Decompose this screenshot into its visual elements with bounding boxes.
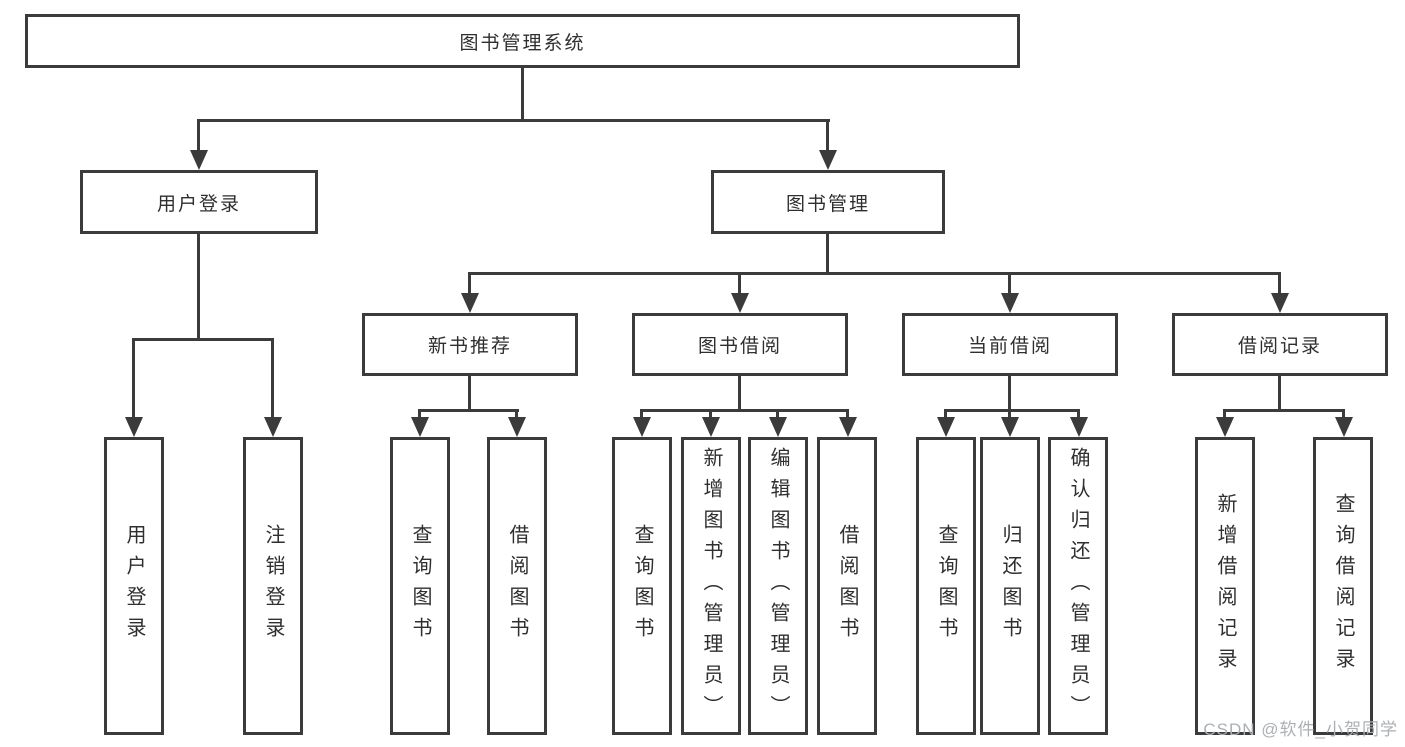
connector-bookborrow-hbar	[640, 409, 849, 412]
connector-root-hbar	[197, 119, 830, 122]
node-user-login: 用户登录	[80, 170, 318, 234]
connector-currentborrow-stem	[1008, 376, 1011, 409]
connector-drop	[1342, 409, 1345, 417]
connector-drop	[944, 409, 947, 417]
connector-drop	[418, 409, 421, 417]
arrowhead-icon	[508, 417, 526, 437]
connector-drop	[776, 409, 779, 417]
connector-newbooks-stem	[468, 376, 471, 409]
connector-borrowrecords-hbar	[1223, 409, 1345, 412]
leaf-query-books-current: 查询图书	[916, 437, 976, 735]
csdn-watermark: CSDN @软件_小贺同学	[1203, 720, 1398, 739]
connector-drop	[1223, 409, 1226, 417]
arrowhead-icon	[839, 417, 857, 437]
connector-newbooks-hbar	[418, 409, 519, 412]
arrowhead-icon	[190, 150, 208, 170]
arrowhead-icon	[461, 293, 479, 313]
leaf-borrow-books-recommend: 借阅图书	[487, 437, 547, 735]
connector-drop	[515, 409, 518, 417]
arrowhead-icon	[1001, 293, 1019, 313]
connector-drop	[846, 409, 849, 417]
leaf-query-borrow-record: 查询借阅记录	[1313, 437, 1373, 735]
connector-drop-logout-leaf	[271, 338, 274, 417]
arrowhead-icon	[633, 417, 651, 437]
leaf-query-books-recommend: 查询图书	[390, 437, 450, 735]
leaf-edit-books-admin: 编辑图书（管理员）	[748, 437, 808, 735]
arrowhead-icon	[937, 417, 955, 437]
connector-bookborrow-stem	[738, 376, 741, 409]
connector-drop-new-books	[468, 272, 471, 293]
connector-drop	[1077, 409, 1080, 417]
node-borrow-records: 借阅记录	[1172, 313, 1388, 376]
leaf-add-borrow-record: 新增借阅记录	[1195, 437, 1255, 735]
connector-drop-borrow-records	[1278, 272, 1281, 293]
connector-drop-login-leaf	[132, 338, 135, 417]
connector-root-stem	[521, 68, 524, 119]
leaf-return-books: 归还图书	[980, 437, 1040, 735]
node-book-borrowing: 图书借阅	[632, 313, 848, 376]
arrowhead-icon	[1216, 417, 1234, 437]
leaf-query-books-borrowing: 查询图书	[612, 437, 672, 735]
connector-drop-book-mgmt	[826, 119, 829, 152]
leaf-confirm-return-admin: 确认归还（管理员）	[1048, 437, 1108, 735]
connector-drop	[1008, 409, 1011, 417]
arrowhead-icon	[702, 417, 720, 437]
node-root-system: 图书管理系统	[25, 14, 1020, 68]
leaf-add-books-admin: 新增图书（管理员）	[681, 437, 741, 735]
leaf-user-login: 用户登录	[104, 437, 164, 735]
arrowhead-icon	[1271, 293, 1289, 313]
arrowhead-icon	[1335, 417, 1353, 437]
arrowhead-icon	[769, 417, 787, 437]
connector-currentborrow-hbar	[944, 409, 1080, 412]
node-current-borrowing: 当前借阅	[902, 313, 1118, 376]
arrowhead-icon	[819, 150, 837, 170]
connector-userlogin-hbar	[132, 338, 274, 341]
node-book-management: 图书管理	[711, 170, 945, 234]
connector-drop-user-login	[197, 119, 200, 152]
connector-userlogin-stem	[197, 234, 200, 338]
connector-drop-book-borrow	[738, 272, 741, 293]
connector-drop	[640, 409, 643, 417]
arrowhead-icon	[731, 293, 749, 313]
connector-bookmgmt-hbar	[468, 272, 1281, 275]
node-new-book-recommend: 新书推荐	[362, 313, 578, 376]
arrowhead-icon	[1070, 417, 1088, 437]
connector-drop	[709, 409, 712, 417]
leaf-borrow-books: 借阅图书	[817, 437, 877, 735]
arrowhead-icon	[411, 417, 429, 437]
arrowhead-icon	[1001, 417, 1019, 437]
connector-borrowrecords-stem	[1278, 376, 1281, 409]
arrowhead-icon	[264, 417, 282, 437]
arrowhead-icon	[125, 417, 143, 437]
connector-bookmgmt-stem	[826, 234, 829, 272]
leaf-logout: 注销登录	[243, 437, 303, 735]
connector-drop-current-borrow	[1008, 272, 1011, 293]
